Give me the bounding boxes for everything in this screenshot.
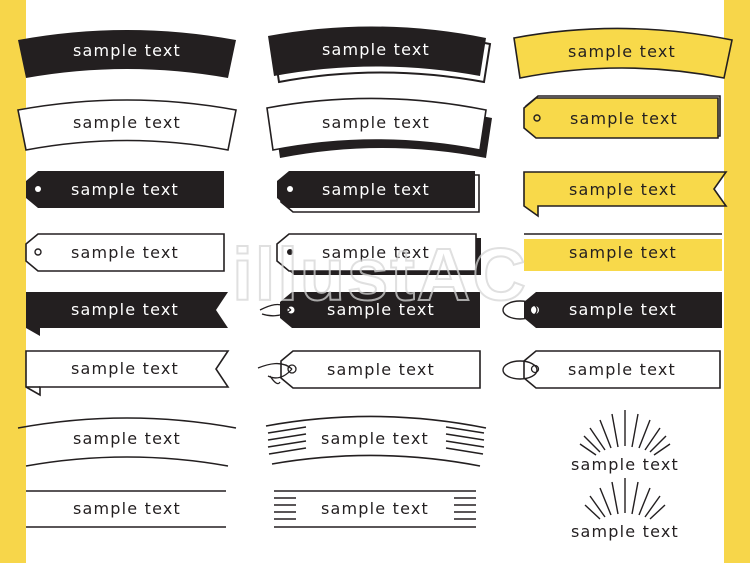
ribbon-label: sample text [71,300,179,319]
sunburst-label-1: sample text [571,410,679,474]
sunburst-rays [584,478,666,520]
striped-box-label: sample text [274,490,476,528]
tag-label: sample text [569,300,677,319]
arc-striped-label: sample text [265,415,487,467]
arc-label: sample text [73,429,181,448]
banner-label: sample text [322,40,430,59]
banner-label: sample text [73,41,181,60]
ribbon-black-notched: sample text [26,292,228,336]
banner-curved-black-shadow: sample text [268,26,492,84]
banner-curved-black: sample text [18,30,236,78]
tag-label: sample text [71,180,179,199]
tag-outline-shadow: sample text [276,233,481,275]
banner-label: sample text [73,113,181,132]
tag-black-loop: sample text [502,292,722,328]
tag-label: sample text [568,360,676,379]
left-yellow-stripe [0,0,26,563]
tag-label: sample text [71,243,179,262]
sunburst-label-2: sample text [571,478,679,541]
line-label: sample text [73,499,181,518]
ribbon-label: sample text [71,359,179,378]
tag-black-shadow: sample text [277,171,480,213]
tag-black: sample text [26,171,224,208]
banner-curved-outline-shadow: sample text [266,97,492,158]
tag-outline-string: sample text [257,350,481,389]
arc-lines-label: sample text [17,417,237,467]
right-yellow-stripe [724,0,750,563]
ribbon-outline-notched: sample text [25,350,230,397]
sunburst-label: sample text [571,522,679,541]
band-label: sample text [569,243,677,262]
tag-outline: sample text [25,233,225,272]
arc-label: sample text [321,429,429,448]
tag-label: sample text [327,360,435,379]
banner-curved-yellow: sample text [513,27,733,79]
tag-black-string: sample text [259,292,480,328]
band-yellow-lined: sample text [524,233,722,271]
tag-outline-loop: sample text [502,350,721,389]
ribbon-label: sample text [569,180,677,199]
ribbon-yellow-notched: sample text [523,171,728,218]
sunburst-label: sample text [571,455,679,474]
line-label: sample text [321,499,429,518]
tag-label: sample text [322,180,430,199]
banner-label: sample text [322,113,430,132]
banner-label: sample text [568,42,676,61]
double-line-label: sample text [26,490,226,528]
tag-label: sample text [327,300,435,319]
tag-label: sample text [570,109,678,128]
tag-label: sample text [322,243,430,262]
watermark: illustAC [232,233,528,316]
banner-curved-outline: sample text [17,99,237,151]
sunburst-rays [579,410,671,456]
tag-yellow-shadow: sample text [523,95,721,139]
